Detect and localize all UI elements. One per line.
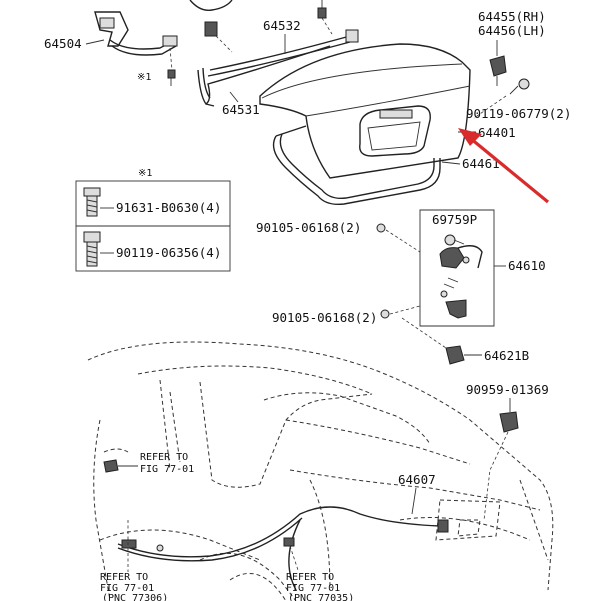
torsion-bar-64531[interactable]: [197, 45, 331, 107]
label-refer-c-1: REFER TO: [286, 572, 334, 583]
label-64607: 64607: [398, 472, 436, 487]
opener-part-a[interactable]: [103, 459, 119, 473]
striker-64621B[interactable]: [401, 317, 465, 365]
label-64456: 64456(LH): [478, 23, 546, 38]
label-90105-a: 90105-06168(2): [256, 220, 361, 235]
label-64461: 64461: [462, 156, 500, 171]
cable-64607[interactable]: [117, 506, 449, 591]
screw-90105-06168-a[interactable]: [376, 223, 421, 253]
bolt-91631-B0630[interactable]: [83, 187, 101, 217]
label-64401: 64401: [478, 125, 516, 140]
label-refer-b-1: REFER TO: [100, 572, 148, 583]
lock-cylinder-69759P[interactable]: [444, 234, 465, 246]
label-refer-c-3: (PNC 77035): [288, 593, 354, 601]
label-90119-06779: 90119-06779(2): [466, 106, 571, 121]
label-64504: 64504: [44, 36, 82, 51]
bolt-box: [75, 180, 231, 272]
lock-assembly-64610[interactable]: [439, 245, 483, 319]
label-refer-c-2: FIG 77-01: [286, 583, 340, 594]
highlight-arrow: [458, 128, 550, 204]
label-note1-top: ※1: [137, 72, 151, 83]
label-note1-box: ※1: [138, 168, 152, 179]
label-91631-B0630: 91631-B0630(4): [116, 200, 221, 215]
car-body-outline: [87, 341, 554, 601]
label-90959-01369: 90959-01369: [466, 382, 549, 397]
screw-90119-06779[interactable]: [473, 78, 530, 119]
label-64532: 64532: [263, 18, 301, 33]
weatherstrip-64461[interactable]: [272, 125, 441, 206]
trunk-lid-64401[interactable]: [259, 43, 471, 179]
label-64455: 64455(RH): [478, 9, 546, 24]
label-64531: 64531: [222, 102, 260, 117]
bumper-stop-64455[interactable]: [489, 55, 507, 86]
label-90119-06356: 90119-06356(4): [116, 245, 221, 260]
bolt-90119-06356[interactable]: [83, 231, 101, 267]
label-64610: 64610: [508, 258, 546, 273]
hinge-64504[interactable]: [94, 11, 178, 56]
clipped-part-top: [189, 0, 233, 11]
torsion-bar-64532[interactable]: [204, 21, 359, 77]
label-69759P: 69759P: [432, 212, 477, 227]
label-refer-a-1: REFER TO: [140, 452, 188, 463]
label-refer-b-3: (PNC 77306): [102, 593, 168, 601]
label-64621B: 64621B: [484, 348, 529, 363]
lock-box-64610: [419, 209, 495, 327]
bolt-note1: [167, 47, 176, 86]
label-refer-b-2: FIG 77-01: [100, 583, 154, 594]
label-refer-a-2: FIG 77-01: [140, 464, 194, 475]
screw-90105-06168-b[interactable]: [380, 305, 421, 319]
label-90105-b: 90105-06168(2): [272, 310, 377, 325]
bolt-top-center: [317, 0, 333, 35]
clip-90959-01369[interactable]: [483, 398, 519, 521]
